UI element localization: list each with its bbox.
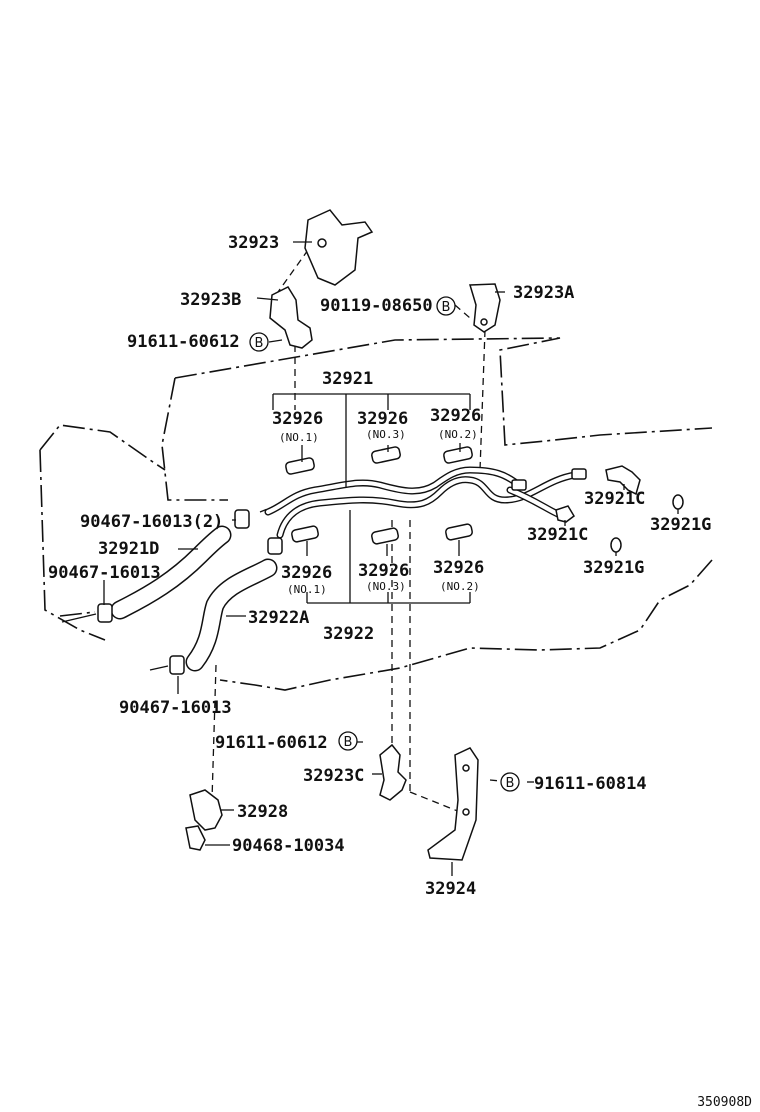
label-32928: 32928 (237, 802, 288, 822)
label-32924: 32924 (425, 879, 476, 899)
label-91611-60814: 91611-60814 (534, 774, 647, 794)
label-32922: 32922 (323, 624, 374, 644)
label-32923: 32923 (228, 233, 279, 253)
label-32921G-a: 32921G (650, 515, 711, 535)
hoses (110, 525, 278, 672)
cooler-tubes (264, 466, 587, 539)
label-32922A: 32922A (248, 608, 309, 628)
label-32923B: 32923B (180, 290, 241, 310)
hose-clamps (61, 509, 283, 675)
svg-text:B: B (442, 300, 451, 315)
svg-text:B: B (506, 776, 515, 791)
label-90467-16013-2: 90467-16013(2) (80, 512, 223, 532)
label-no2-upper: (NO.2) (438, 428, 478, 441)
label-32926-lower-no3: 32926 (358, 561, 409, 581)
svg-text:B: B (255, 336, 264, 351)
transmission-outline (39, 337, 713, 691)
b-callouts: B B B B (249, 296, 520, 792)
label-no1-lower: (NO.1) (287, 583, 327, 596)
label-32926-upper-no1: 32926 (272, 409, 323, 429)
dashed-leaders (211, 249, 511, 813)
label-32921: 32921 (322, 369, 373, 389)
svg-text:B: B (344, 735, 353, 750)
label-32926-lower-no2: 32926 (433, 558, 484, 578)
catalog-code: 350908D (697, 1095, 752, 1110)
label-32926-lower-no1: 32926 (281, 563, 332, 583)
label-90119-08650: 90119-08650 (320, 296, 433, 316)
label-90467-16013-b: 90467-16013 (119, 698, 232, 718)
leader-lines (103, 241, 679, 876)
label-90468-10034: 90468-10034 (232, 836, 345, 856)
label-32923A: 32923A (513, 283, 574, 303)
label-32926-upper-no3: 32926 (357, 409, 408, 429)
label-32921G-b: 32921G (583, 558, 644, 578)
part-labels: 32923 32923B 32923A 90119-08650 91611-60… (48, 233, 711, 899)
label-32923C: 32923C (303, 766, 364, 786)
label-no2-lower: (NO.2) (440, 580, 480, 593)
label-91611-60612-top: 91611-60612 (127, 332, 240, 352)
label-90467-16013-a: 90467-16013 (48, 563, 161, 583)
tube-sleeves (285, 446, 473, 545)
label-32921C-a: 32921C (584, 489, 645, 509)
label-no3-upper: (NO.3) (366, 428, 406, 441)
brackets (185, 209, 501, 861)
label-no3-lower: (NO.3) (366, 580, 406, 593)
label-32921D: 32921D (98, 539, 159, 559)
label-32921C-b: 32921C (527, 525, 588, 545)
label-32926-upper-no2: 32926 (430, 406, 481, 426)
label-91611-60612-mid: 91611-60612 (215, 733, 328, 753)
label-no1-upper: (NO.1) (279, 431, 319, 444)
